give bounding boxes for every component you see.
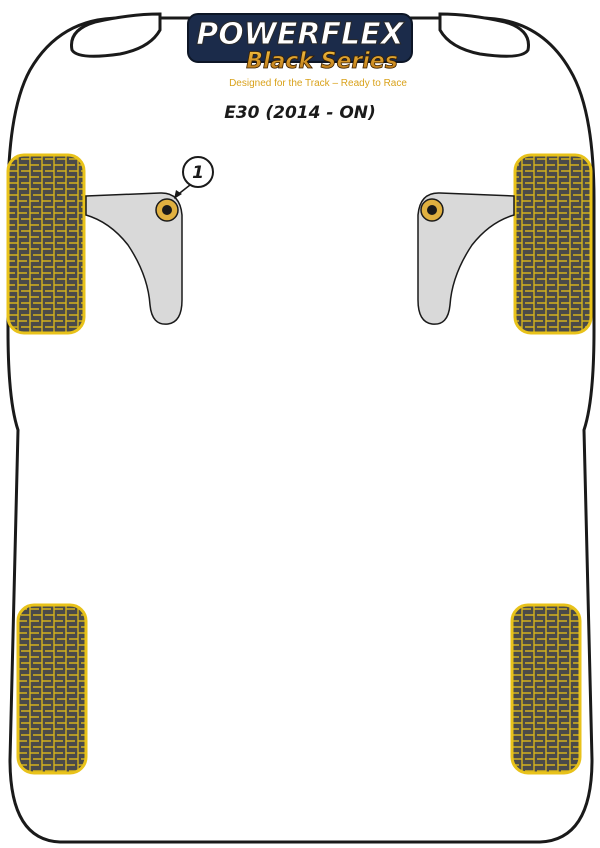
- callout-number: 1: [192, 163, 204, 183]
- front-left-corner: [69, 12, 162, 58]
- front-right-corner: [438, 12, 531, 58]
- right-wishbone-arm: [417, 192, 515, 325]
- front-right-tyre: [513, 153, 593, 335]
- left-wishbone-arm: [85, 192, 183, 325]
- left-bush-center: [162, 205, 172, 215]
- right-bush-center: [427, 205, 437, 215]
- rear-left-tyre: [16, 603, 88, 775]
- car-body-outline: [6, 16, 596, 844]
- front-left-tyre: [6, 153, 86, 335]
- brand-series: Black Series: [246, 49, 398, 74]
- brand-tagline: Designed for the Track – Ready to Race: [229, 78, 407, 89]
- callout-1: 1: [174, 156, 214, 199]
- rear-right-tyre: [510, 603, 582, 775]
- brand-name: POWERFLEX: [196, 17, 405, 52]
- model-label: E30 (2014 - ON): [224, 103, 376, 123]
- brand-logo: POWERFLEX Black Series Designed for the …: [187, 13, 413, 89]
